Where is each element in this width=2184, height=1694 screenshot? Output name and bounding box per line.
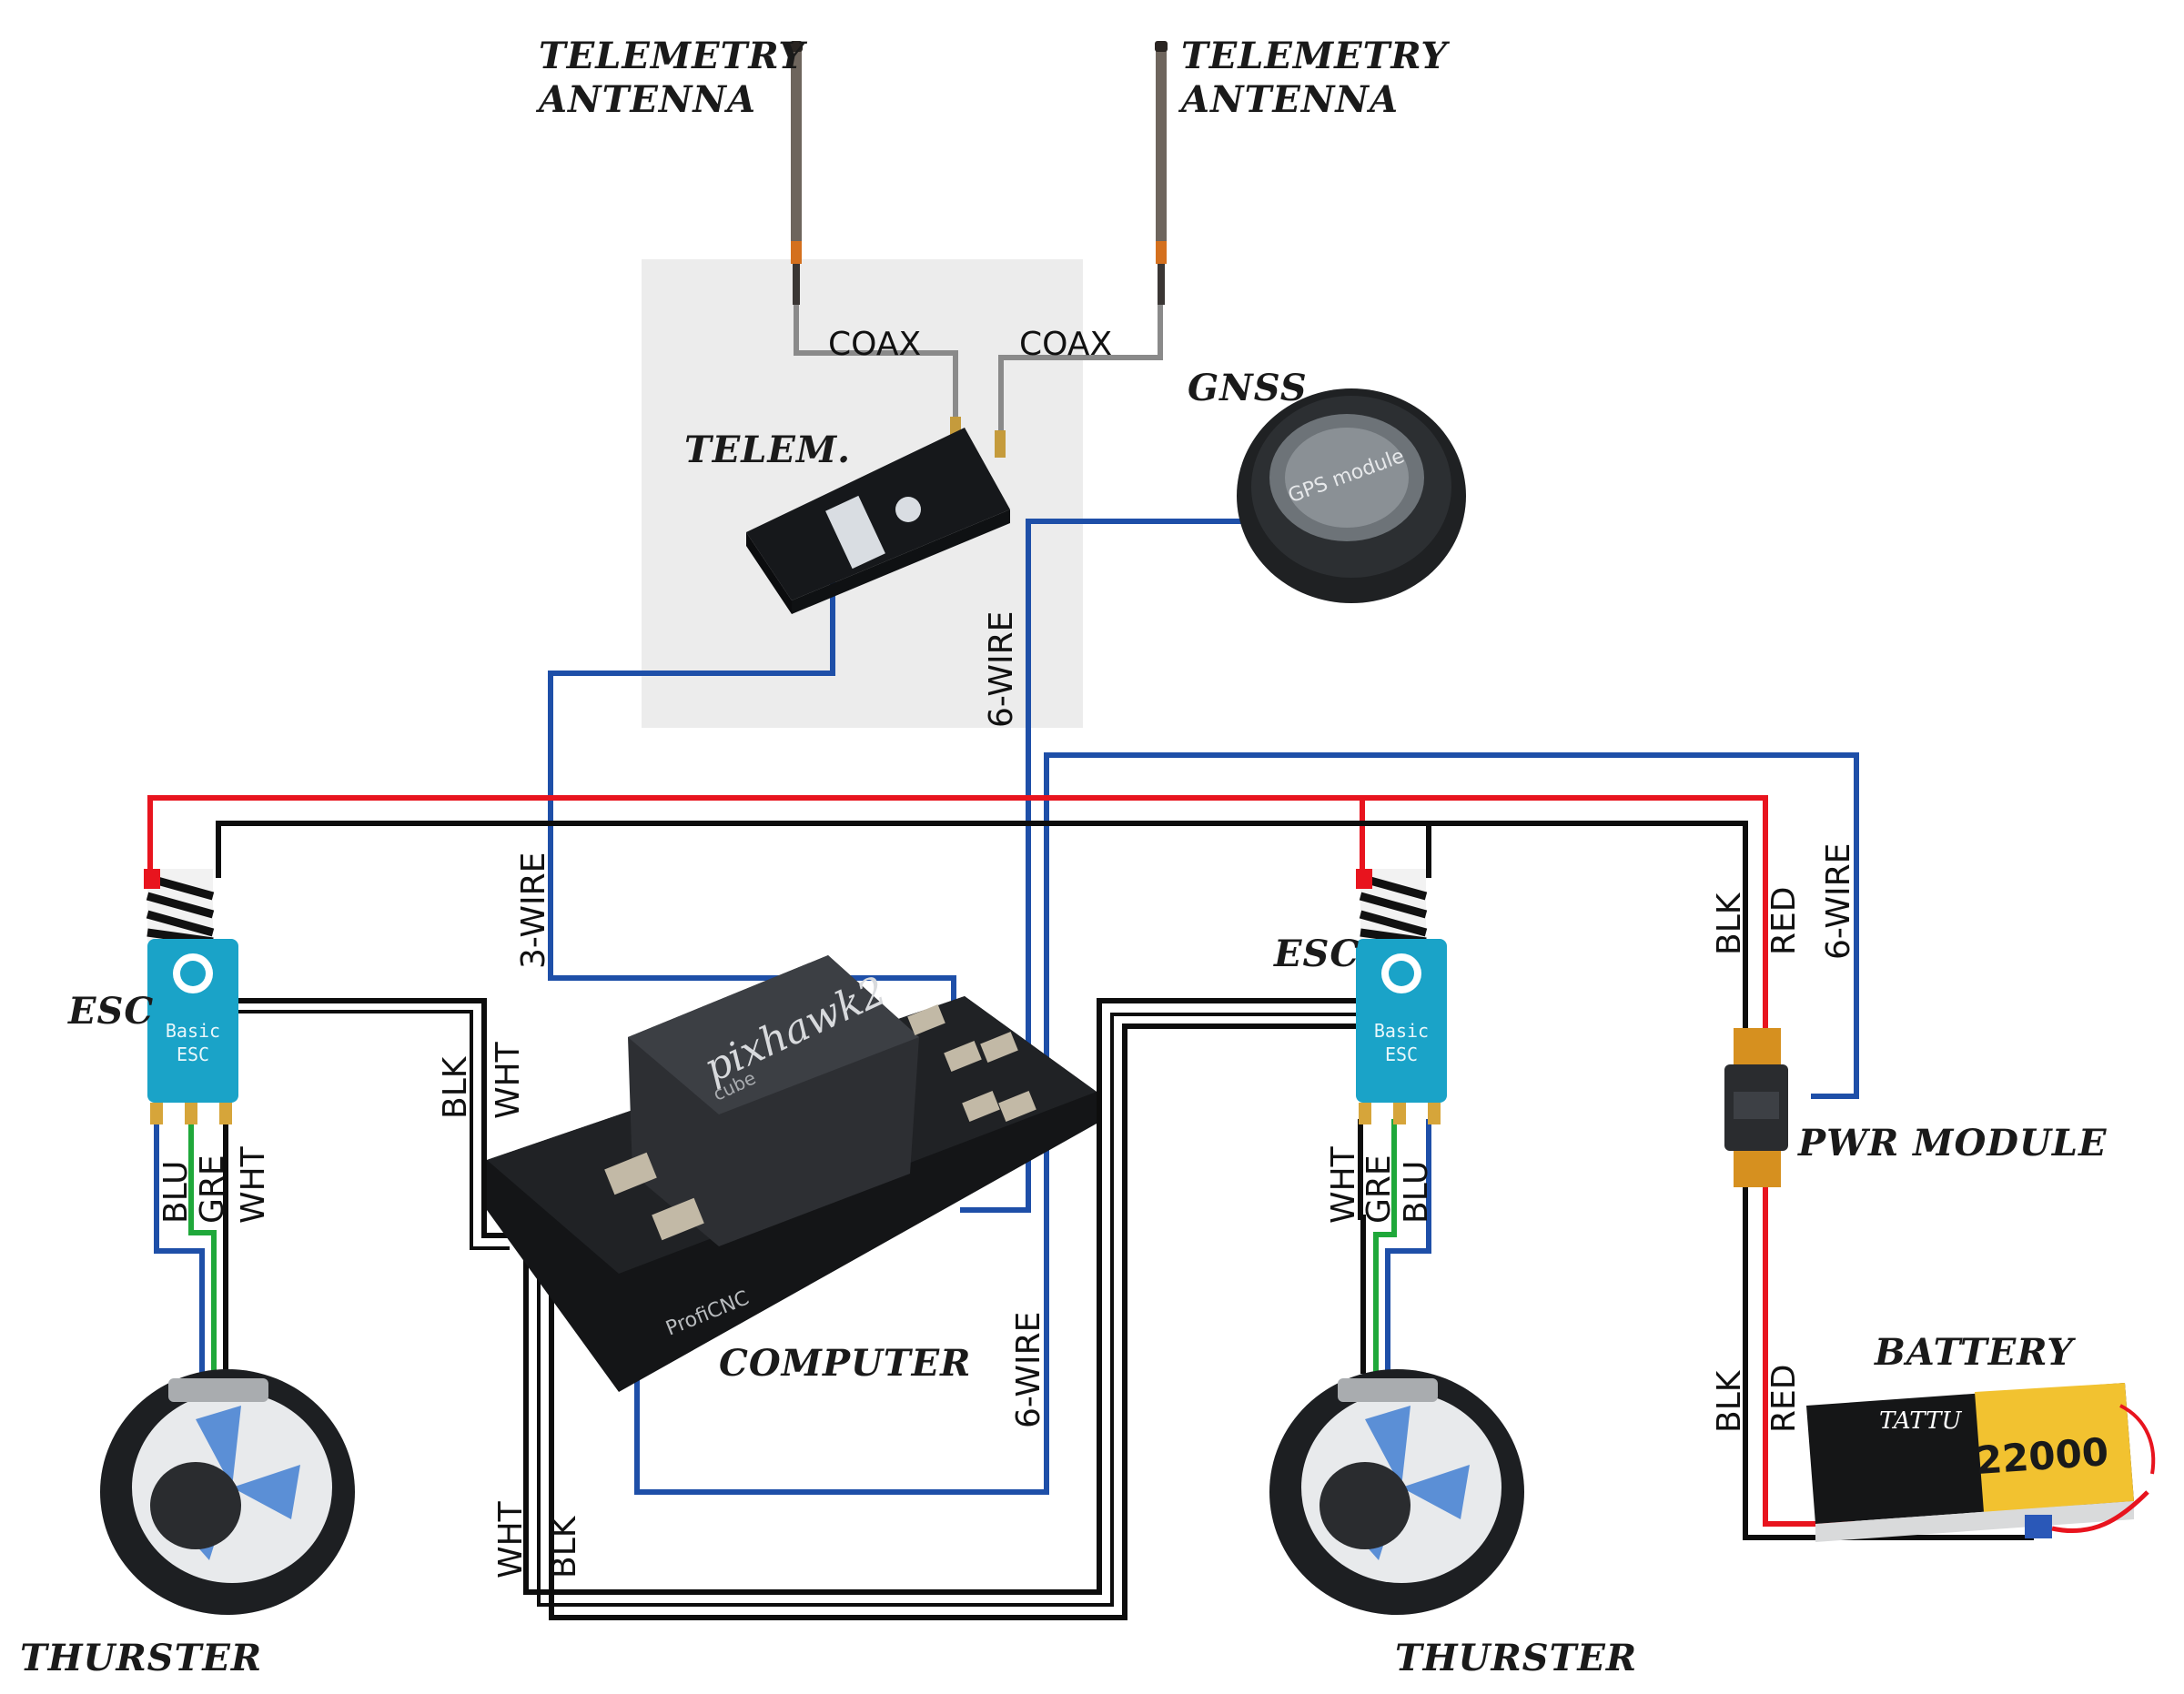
telemetry-antenna-right-label-1: TELEMETRY bbox=[1181, 35, 1450, 77]
battery-brand-text: TATTU bbox=[1879, 1407, 1962, 1435]
coax-right-wire bbox=[998, 300, 1163, 441]
blu-right-label: BLU bbox=[1398, 1161, 1435, 1224]
esc-right-icon: Basic ESC bbox=[1356, 869, 1447, 1124]
pwr-6-wire bbox=[634, 752, 1859, 1495]
blk-pwr-top-label: BLK bbox=[1711, 892, 1748, 955]
red-pwr-top-label: RED bbox=[1765, 887, 1803, 955]
esc-left-wht-signal bbox=[238, 1010, 510, 1250]
esc-left-label: ESC bbox=[67, 990, 154, 1033]
gps-puck-icon: GPS module bbox=[1237, 388, 1466, 603]
gre-right-label: GRE bbox=[1360, 1155, 1398, 1224]
esc-right-blk-signal bbox=[523, 998, 1356, 1595]
six-wire-pwr-label: 6-WIRE bbox=[1820, 843, 1857, 960]
radio-module-icon bbox=[746, 417, 1010, 614]
blk-bottom-label: BLK bbox=[546, 1515, 583, 1578]
antenna-left-icon bbox=[790, 41, 803, 305]
gnss-label: GNSS bbox=[1188, 367, 1308, 409]
esc-right-blu-motor bbox=[1385, 1119, 1431, 1374]
antenna-right-icon bbox=[1155, 41, 1168, 305]
wht-right-motor-label: WHT bbox=[1325, 1145, 1362, 1224]
esc-right-wht-motor bbox=[1358, 1119, 1366, 1374]
six-wire-bottom-label: 6-WIRE bbox=[1010, 1312, 1047, 1428]
esc-right-wht-signal bbox=[537, 1013, 1356, 1607]
battery-capacity-text: 22000 bbox=[1974, 1429, 2109, 1483]
wires bbox=[147, 300, 2034, 1620]
blk-batt-label: BLK bbox=[1711, 1369, 1748, 1433]
coax-left-wire bbox=[794, 300, 958, 428]
power-module-icon bbox=[1724, 1028, 1788, 1187]
coax-right-label: COAX bbox=[1019, 326, 1112, 363]
esc-left-icon: Basic ESC bbox=[144, 869, 238, 1124]
battery-label: BATTERY bbox=[1874, 1331, 2076, 1374]
thruster-left-label: THURSTER bbox=[20, 1637, 262, 1679]
wht-left-label: WHT bbox=[490, 1041, 527, 1119]
black-pwr-to-battery bbox=[1743, 1187, 2034, 1540]
esc-right-gre-motor bbox=[1373, 1119, 1397, 1374]
blk-left-label: BLK bbox=[437, 1055, 474, 1119]
thruster-right-icon bbox=[1269, 1369, 1524, 1615]
coax-left-label: COAX bbox=[828, 326, 921, 363]
wht-bottom-label: WHT bbox=[492, 1500, 530, 1578]
pwr-module-label: PWR MODULE bbox=[1797, 1122, 2107, 1165]
three-wire-label: 3-WIRE bbox=[515, 852, 552, 969]
esc-right-label: ESC bbox=[1273, 933, 1360, 975]
black-ground-bus bbox=[216, 821, 1748, 1028]
telemetry-antenna-right-label-2: ANTENNA bbox=[1178, 78, 1399, 121]
esc-left-blk-signal bbox=[238, 998, 510, 1238]
esc-right-blk-signal-2 bbox=[549, 1023, 1356, 1620]
thruster-right-label: THURSTER bbox=[1395, 1637, 1637, 1679]
red-power-bus bbox=[147, 795, 1768, 1028]
thruster-left-icon bbox=[100, 1369, 355, 1615]
telemetry-antenna-left-label-1: TELEMETRY bbox=[539, 35, 807, 77]
six-wire-gnss-label: 6-WIRE bbox=[983, 611, 1020, 728]
esc-right-model: ESC bbox=[1385, 1044, 1418, 1065]
esc-left-gre-motor bbox=[188, 1119, 217, 1374]
lipo-battery-icon: TATTU 22000 bbox=[1806, 1383, 2156, 1542]
esc-right-brand: Basic bbox=[1374, 1020, 1429, 1042]
esc-left-blu-motor bbox=[154, 1119, 205, 1374]
esc-left-model: ESC bbox=[177, 1044, 209, 1065]
computer-label: COMPUTER bbox=[719, 1342, 971, 1385]
wht-left-motor-label: WHT bbox=[235, 1145, 272, 1224]
telemetry-antenna-left-label-2: ANTENNA bbox=[535, 78, 756, 121]
telem-label: TELEM. bbox=[684, 429, 851, 471]
gre-left-label: GRE bbox=[194, 1155, 231, 1224]
esc-left-brand: Basic bbox=[166, 1020, 220, 1042]
blu-left-label: BLU bbox=[157, 1161, 195, 1224]
red-batt-label: RED bbox=[1765, 1365, 1803, 1433]
flight-controller-icon: pixhawk2 cube ProfiCNC bbox=[487, 955, 1097, 1392]
gnss-6-wire bbox=[960, 519, 1260, 1213]
